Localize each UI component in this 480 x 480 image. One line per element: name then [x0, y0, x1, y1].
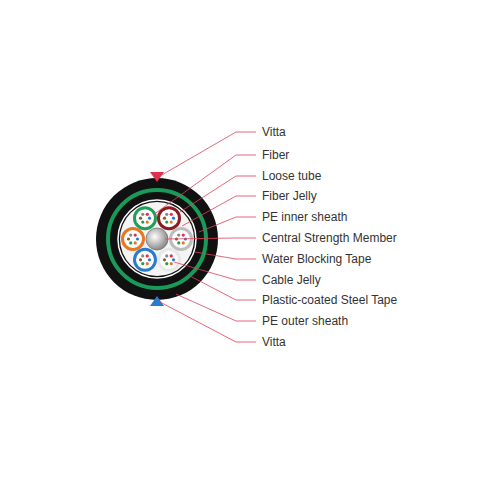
pe-outer-sheath	[96, 178, 218, 300]
part-label: Plastic-coated Steel Tape	[262, 293, 397, 307]
fiber	[129, 241, 132, 244]
fiber	[170, 221, 173, 224]
leader-line	[165, 238, 256, 239]
fiber	[172, 217, 175, 220]
fiber	[146, 254, 149, 257]
fiber	[177, 234, 180, 237]
fiber	[177, 241, 180, 244]
part-label: Fiber Jelly	[262, 189, 317, 203]
leader-line	[195, 252, 256, 259]
fiber	[165, 221, 168, 224]
leader-line	[182, 196, 256, 226]
fiber	[134, 234, 137, 237]
fiber	[136, 237, 139, 240]
fiber	[139, 217, 142, 220]
part-label: PE inner sheath	[262, 210, 347, 224]
leader-line	[153, 155, 256, 215]
fiber	[182, 241, 185, 244]
leader-line	[160, 132, 256, 176]
vitta-mark	[150, 172, 164, 182]
fiber	[146, 262, 149, 265]
fiber	[148, 217, 151, 220]
part-label: Vitta	[262, 125, 286, 139]
loose-tube	[159, 249, 180, 270]
fiber	[172, 258, 175, 261]
fiber	[141, 262, 144, 265]
fiber	[163, 217, 166, 220]
fiber	[170, 213, 173, 216]
fiber	[141, 213, 144, 216]
loose-tube	[159, 208, 180, 229]
fiber	[146, 213, 149, 216]
fiber	[141, 254, 144, 257]
fiber	[165, 254, 168, 257]
fiber	[165, 213, 168, 216]
fiber	[170, 262, 173, 265]
fiber	[129, 234, 132, 237]
fiber	[146, 221, 149, 224]
fiber	[127, 237, 130, 240]
leader-lines	[153, 132, 256, 342]
fiber	[139, 258, 142, 261]
part-label: Vitta	[262, 335, 286, 349]
fiber	[170, 254, 173, 257]
loose-tube	[135, 249, 156, 270]
part-label: Central Strength Member	[262, 231, 397, 245]
loose-tube	[123, 229, 144, 250]
fiber	[163, 258, 166, 261]
leader-line	[199, 217, 256, 232]
part-label: Water Blocking Tape	[262, 252, 371, 266]
part-label: Fiber	[262, 148, 289, 162]
loose-tube	[135, 208, 156, 229]
part-label: PE outer sheath	[262, 314, 348, 328]
leader-line	[160, 302, 256, 342]
central-strength-member	[146, 228, 168, 250]
part-label: Cable Jelly	[262, 273, 321, 287]
leader-line	[180, 176, 256, 212]
part-label: Loose tube	[262, 169, 321, 183]
fiber	[134, 241, 137, 244]
fiber	[182, 234, 185, 237]
leader-line	[174, 262, 256, 280]
fiber	[165, 262, 168, 265]
vitta-mark	[150, 296, 164, 306]
fiber	[141, 221, 144, 224]
leader-line	[190, 276, 256, 300]
fiber	[148, 258, 151, 261]
